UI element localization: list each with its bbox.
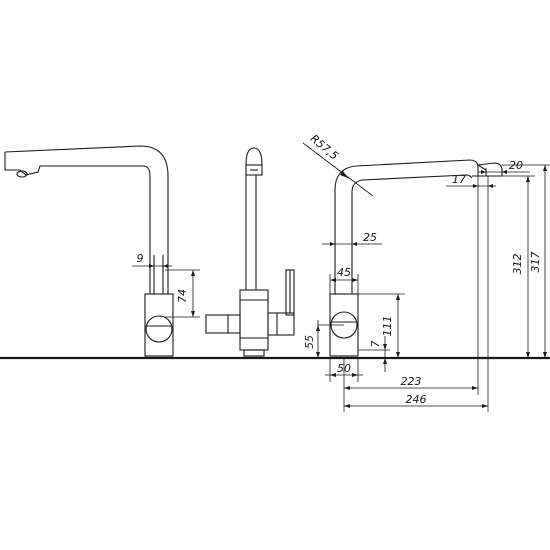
dim-312: 312 bbox=[511, 254, 524, 275]
dim-20: 20 bbox=[509, 159, 523, 172]
dim-7: 7 bbox=[369, 341, 382, 348]
dim-9: 9 bbox=[137, 252, 144, 265]
faucet-side-view-right: R57,5 25 45 55 111 7 bbox=[302, 132, 550, 412]
faucet-side-view-left: 9 74 bbox=[4, 145, 200, 357]
dim-r57-5: R57,5 bbox=[308, 132, 341, 163]
dim-111: 111 bbox=[381, 316, 394, 337]
faucet-front-view-middle bbox=[205, 147, 295, 357]
dim-17: 17 bbox=[452, 173, 466, 186]
dim-223: 223 bbox=[401, 375, 422, 388]
dim-25: 25 bbox=[363, 231, 377, 244]
dim-55: 55 bbox=[303, 335, 316, 349]
dim-246: 246 bbox=[406, 393, 427, 406]
dim-74: 74 bbox=[176, 289, 189, 303]
dim-317: 317 bbox=[529, 252, 542, 273]
dim-45: 45 bbox=[337, 266, 351, 279]
